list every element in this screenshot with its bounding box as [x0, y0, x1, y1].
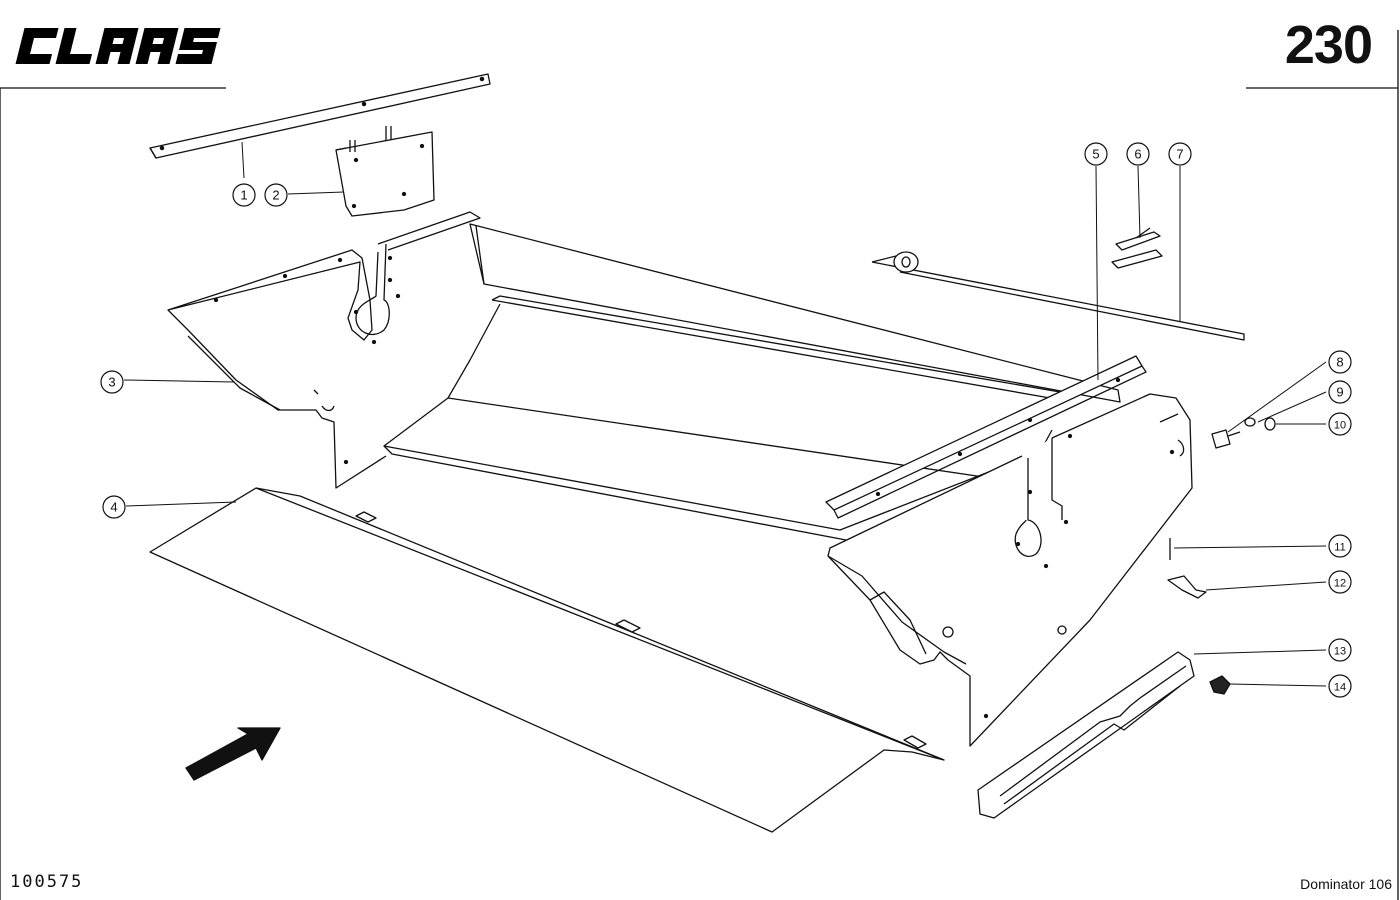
callout-circle: [1168, 142, 1192, 166]
callout-14: 14: [1328, 674, 1352, 698]
right-side-plate: [827, 393, 1193, 747]
callout-circle: [1126, 142, 1150, 166]
callout-number: 1: [240, 188, 247, 203]
callout-7: 7: [1168, 142, 1192, 166]
callout-circle: [1084, 142, 1108, 166]
callout-circle: [1328, 380, 1352, 404]
drawing-number: 100575: [10, 872, 84, 892]
callout-number: 4: [110, 500, 117, 515]
claas-logo: [15, 28, 221, 64]
callout-number: 5: [1092, 147, 1099, 162]
part-7-hinge-rod: [871, 251, 1245, 341]
part-1-strip: [149, 73, 491, 159]
callout-number: 8: [1336, 355, 1343, 370]
callout-circle: [1328, 638, 1352, 662]
callout-number: 6: [1134, 147, 1141, 162]
callout-circle: [1328, 412, 1352, 436]
callout-circle: [1328, 350, 1352, 374]
callout-number: 7: [1176, 147, 1183, 162]
part-4-bottom-sheet: [149, 487, 945, 833]
part-3-left-side-plate: [167, 211, 481, 489]
callout-circle: [232, 183, 256, 207]
model-name: Dominator 106: [1300, 876, 1392, 892]
callout-number: 3: [108, 375, 115, 390]
page-number: 230: [1284, 15, 1373, 75]
part-14-nut: [1209, 675, 1231, 695]
trough-back-wall: [469, 223, 1121, 403]
leader-lines: [123, 141, 1327, 687]
callout-13: 13: [1328, 638, 1352, 662]
direction-arrow: [185, 727, 281, 781]
callout-number: 11: [1334, 542, 1345, 554]
callout-3: 3: [100, 370, 124, 394]
callout-11: 11: [1328, 534, 1352, 558]
callout-9: 9: [1328, 380, 1352, 404]
callout-circle: [1328, 570, 1352, 594]
callout-1: 1: [232, 183, 256, 207]
callout-number: 14: [1334, 682, 1346, 694]
frame: [0, 30, 1399, 900]
callout-circle: [102, 495, 126, 519]
parts-11-12-pins: [1167, 538, 1207, 599]
callout-6: 6: [1126, 142, 1150, 166]
callout-circle: [264, 183, 288, 207]
part-2-plate: [335, 126, 435, 217]
callout-number: 13: [1334, 646, 1346, 658]
callout-4: 4: [102, 495, 126, 519]
part-5-angle-bar: [825, 355, 1147, 519]
parts-8-10-fasteners: [1211, 417, 1276, 449]
part-6-clips: [1111, 227, 1163, 269]
callout-number: 12: [1334, 578, 1346, 590]
callout-8: 8: [1328, 350, 1352, 374]
callout-circle: [1328, 674, 1352, 698]
callout-5: 5: [1084, 142, 1108, 166]
callout-number: 9: [1336, 385, 1343, 400]
callout-number: 10: [1334, 420, 1346, 432]
callout-12: 12: [1328, 570, 1352, 594]
callout-number: 2: [272, 188, 279, 203]
part-13-link-bar: [977, 651, 1195, 819]
callout-2: 2: [264, 183, 288, 207]
callout-circle: [100, 370, 124, 394]
callout-circle: [1328, 534, 1352, 558]
callout-10: 10: [1328, 412, 1352, 436]
